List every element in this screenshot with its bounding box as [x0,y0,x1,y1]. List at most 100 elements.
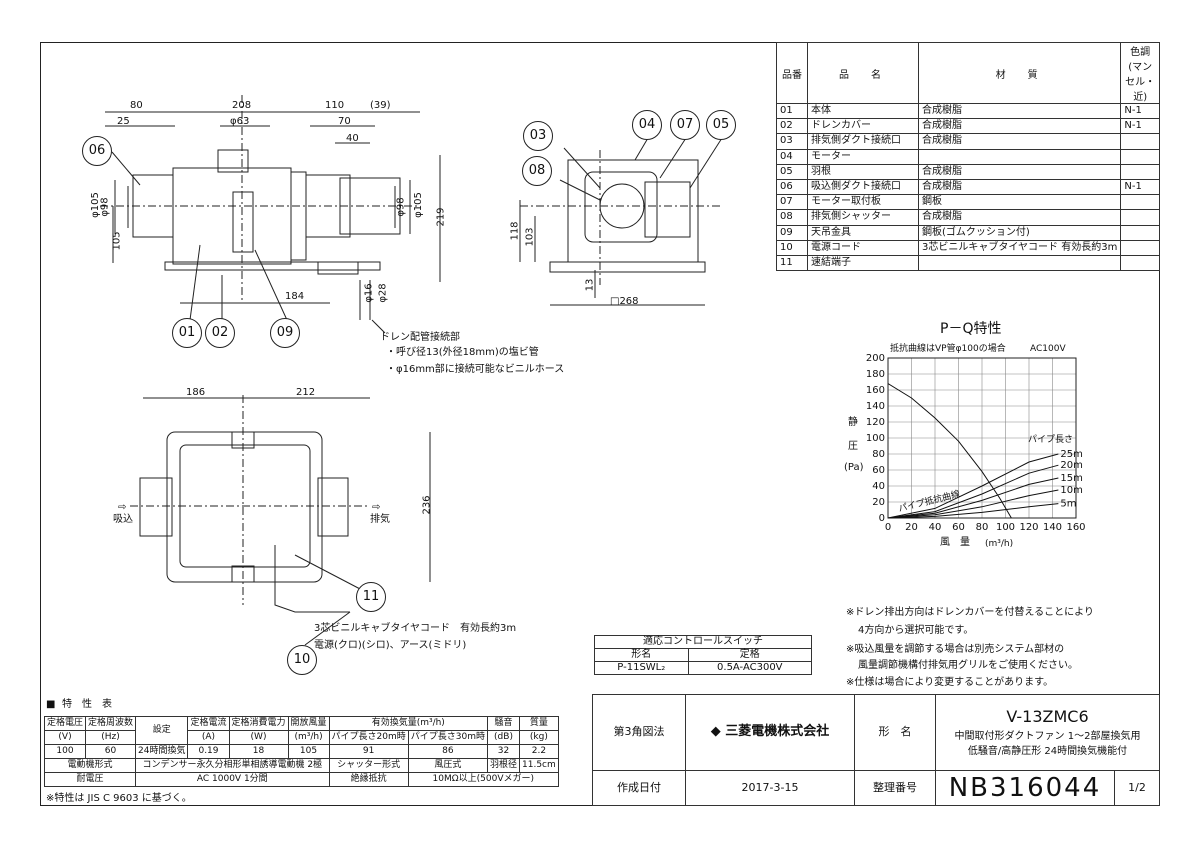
callout-circle: 03 [523,121,553,151]
spec-motor-label: 電動機形式 [43,758,137,773]
model-number: V-13ZMC6 [1006,706,1089,726]
drain-note-line2: ・φ16mm部に接続可能なビニルホース [386,364,565,375]
mitsubishi-logo-icon: ◆ [710,724,721,740]
pq-xtick: 60 [952,522,965,533]
dim-phi16: φ16 [363,283,375,303]
parts-header-no: 品番 [776,42,808,104]
spec-h-airflow: 開放風量 [287,716,330,731]
control-rating: 0.5A-AC300V [687,661,813,675]
callout-circle: 01 [172,318,202,348]
part-color [1120,254,1160,272]
pq-ytick: 160 [866,385,885,396]
pq-xtick: 120 [1019,522,1038,533]
pq-xtick: 140 [1043,522,1062,533]
pq-xunit: (m³/h) [985,539,1014,549]
dim-118: 118 [509,221,521,241]
spec-h-power: 定格消費電力 [228,716,289,731]
pq-fan-curve [887,383,1012,519]
pq-pipe-label: 10m [1060,485,1082,496]
spec-insulation-label: 絶縁抵抗 [328,772,409,787]
dim-208: 208 [232,100,252,111]
pq-ytick: 0 [879,513,885,524]
control-switch-title: 適応コントロールスイッチ [594,635,812,649]
dim-212: 212 [296,387,316,398]
spec-unit-w: (W) [228,730,289,745]
spec-unit-db: (dB) [486,730,521,745]
drain-note-line1: ・呼び径13(外径18mm)の塩ビ管 [386,347,539,358]
pq-xtick: 40 [929,522,942,533]
pq-ytick: 100 [866,433,885,444]
pq-resistance-curve [887,464,1059,519]
dim-13: 13 [584,278,596,292]
dim-phi28: φ28 [377,283,389,303]
dim-236: 236 [421,495,433,515]
model-desc1: 中間取付形ダクトファン 1～2部屋換気用 [954,731,1141,743]
spec-blade-value: 11.5cm [519,758,559,773]
spec-unit-m3h: (m³/h) [287,730,330,745]
pq-resistance-curve [887,477,1059,519]
dim-186: 186 [186,387,206,398]
spec-title: 特 性 表 [62,699,112,710]
number-label: 整理番号 [854,770,936,806]
pq-subtitle: 抵抗曲線はVP管φ100の場合 [890,344,1006,354]
control-col-rating: 定格 [687,648,813,662]
spec-val-20m: 91 [328,744,409,759]
dim-70: 70 [338,116,351,127]
spec-val-power: 18 [228,744,289,759]
spec-unit-20m: パイプ長さ20m時 [328,730,409,745]
spec-motor-value: コンデンサー永久分相形単相誘導電動機 2極 [135,758,330,773]
pq-pipe-label: 15m [1060,473,1082,484]
spec-insulation-value: 10MΩ以上(500Vメガー) [407,772,559,787]
callout-circle: 09 [270,318,300,348]
dim-phi98-left: φ98 [99,197,111,217]
spec-unit-kg: (kg) [519,730,559,745]
intake-label: 吸込 [113,514,133,525]
spec-val-current: 0.19 [187,744,230,759]
spec-shutter-label: シャッター形式 [328,758,409,773]
dim-268: □268 [610,296,639,307]
spec-h-freq: 定格周波数 [85,716,137,731]
parts-header-color: 色調(マンセル・近) [1120,42,1160,104]
note-line: ※仕様は場合により変更することがあります。 [846,677,1054,688]
callout-circle: 02 [205,318,235,348]
callout-circle: 11 [356,582,386,612]
pq-ytick: 180 [866,369,885,380]
model-cell: V-13ZMC6 中間取付形ダクトファン 1～2部屋換気用 低騒音/高静圧形 2… [935,694,1160,771]
spec-unit-30m: パイプ長さ30m時 [407,730,489,745]
drain-note-title: ドレン配管接続部 [380,332,460,343]
dim-phi63: φ63 [230,116,250,127]
part-color: N-1 [1120,178,1160,196]
dim-103: 103 [524,227,536,247]
spec-square-icon: ■ [46,699,56,710]
pq-ytick: 200 [866,353,885,364]
dim-phi105-right: φ105 [412,192,424,218]
note-line: ※吸込風量を調節する場合は別売システム部材の [846,644,1065,655]
spec-withstand-value: AC 1000V 1分間 [135,772,330,787]
model-desc2: 低騒音/高静圧形 24時間換気機能付 [967,746,1128,758]
callout-circle: 08 [522,156,552,186]
note-line: 風量調節機構付排気用グリルをご使用ください。 [858,660,1078,671]
spec-h-noise: 騒音 [486,716,521,731]
pq-pipe-label: 25m [1060,449,1082,460]
dim-80: 80 [130,100,143,111]
page-number: 1/2 [1114,770,1160,806]
part-name: 速結端子 [807,254,919,272]
spec-h-voltage: 定格電圧 [43,716,87,731]
part-color: N-1 [1120,102,1160,120]
dim-25: 25 [117,116,130,127]
side-view [519,137,723,306]
spec-h-effective: 有効換気量(m³/h) [328,716,489,731]
spec-blade-label: 羽根径 [486,758,521,773]
spec-unit-a: (A) [187,730,230,745]
callout-circle: 04 [632,110,662,140]
control-model: P-11SWL₂ [594,661,689,675]
dim-phi98-right: φ98 [395,197,407,217]
callout-circle: 07 [670,110,700,140]
